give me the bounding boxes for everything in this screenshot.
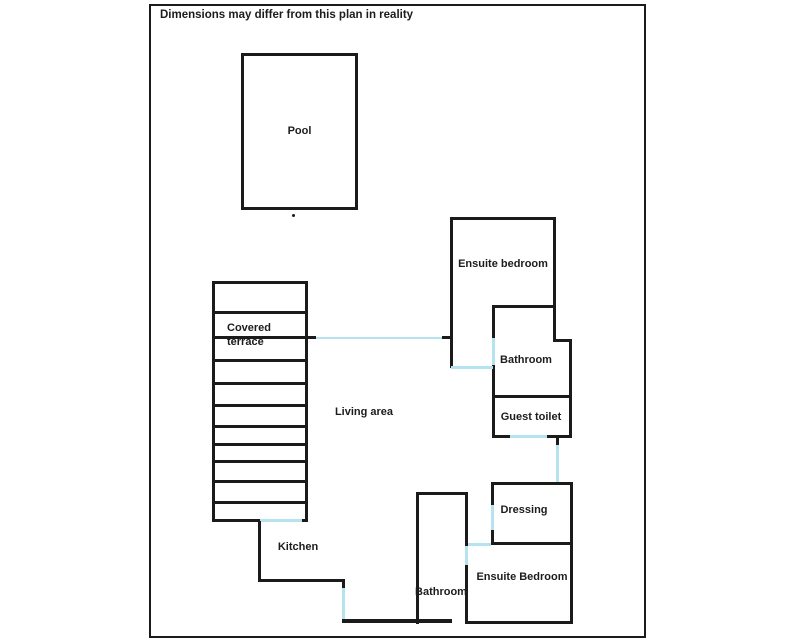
wall [465, 565, 468, 624]
wall [492, 365, 495, 438]
wall [569, 339, 572, 438]
wall [570, 542, 573, 624]
door-opening-kitchen-south [342, 588, 345, 620]
terrace-stripe [215, 311, 305, 314]
wall [342, 619, 452, 623]
room-label-kitchen: Kitchen [277, 541, 319, 553]
wall [491, 482, 573, 485]
room-label-guest-toilet: Guest toilet [500, 411, 562, 423]
wall [416, 492, 468, 495]
terrace-stripe [215, 425, 305, 428]
wall [342, 579, 345, 588]
room-label-dressing: Dressing [500, 504, 548, 516]
wall [465, 621, 573, 624]
wall [491, 530, 494, 545]
wall [547, 435, 572, 438]
terrace-stripe [215, 404, 305, 407]
wall [491, 542, 573, 545]
wall [304, 336, 316, 339]
wall [570, 482, 573, 545]
room-label-bathroom-bottom: Bathroom [415, 586, 467, 598]
wall [258, 521, 261, 582]
room-label-living-area: Living area [334, 406, 394, 418]
wall [492, 435, 510, 438]
room-label-covered-terrace-1: Covered [227, 322, 272, 334]
door-opening-living-north [316, 337, 442, 339]
room-label-covered-terrace-2: terrace [227, 336, 264, 348]
door-opening-hallway [451, 366, 493, 369]
door-opening-bathroom-top [492, 338, 495, 365]
room-label-pool: Pool [287, 125, 312, 137]
terrace-stripe [215, 359, 305, 362]
door-opening-terrace [260, 519, 302, 522]
room-label-ensuite-bedroom-bottom: Ensuite Bedroom [476, 571, 568, 583]
pool-mark-dot [292, 214, 295, 217]
wall [491, 482, 494, 505]
disclaimer-text: Dimensions may differ from this plan in … [160, 9, 414, 21]
wall [450, 217, 453, 368]
terrace-stripe [215, 382, 305, 385]
door-opening-ensuite-bottom-top [468, 543, 491, 546]
wall [556, 435, 559, 445]
terrace-stripe [215, 480, 305, 483]
plan-border [149, 4, 646, 638]
wall [465, 492, 468, 546]
wall [492, 305, 495, 338]
pool-outline [241, 53, 358, 210]
door-opening-corridor [556, 445, 559, 483]
door-opening-guest-toilet [510, 435, 547, 438]
wall [492, 395, 572, 398]
wall [553, 217, 556, 342]
wall [553, 339, 572, 342]
terrace-stripe [215, 443, 305, 446]
wall [258, 579, 345, 582]
wall [416, 492, 419, 624]
wall [442, 336, 450, 339]
terrace-stripe [215, 460, 305, 463]
door-opening-dressing [491, 505, 494, 530]
room-label-bathroom-top: Bathroom [500, 354, 552, 366]
wall [492, 305, 556, 308]
wall [450, 217, 556, 220]
door-opening-ensuite-bathroom [465, 546, 468, 565]
covered-terrace-outline [212, 281, 308, 522]
terrace-stripe [215, 501, 305, 504]
terrace-stripe [215, 336, 305, 339]
room-label-ensuite-bedroom-top: Ensuite bedroom [458, 258, 548, 270]
